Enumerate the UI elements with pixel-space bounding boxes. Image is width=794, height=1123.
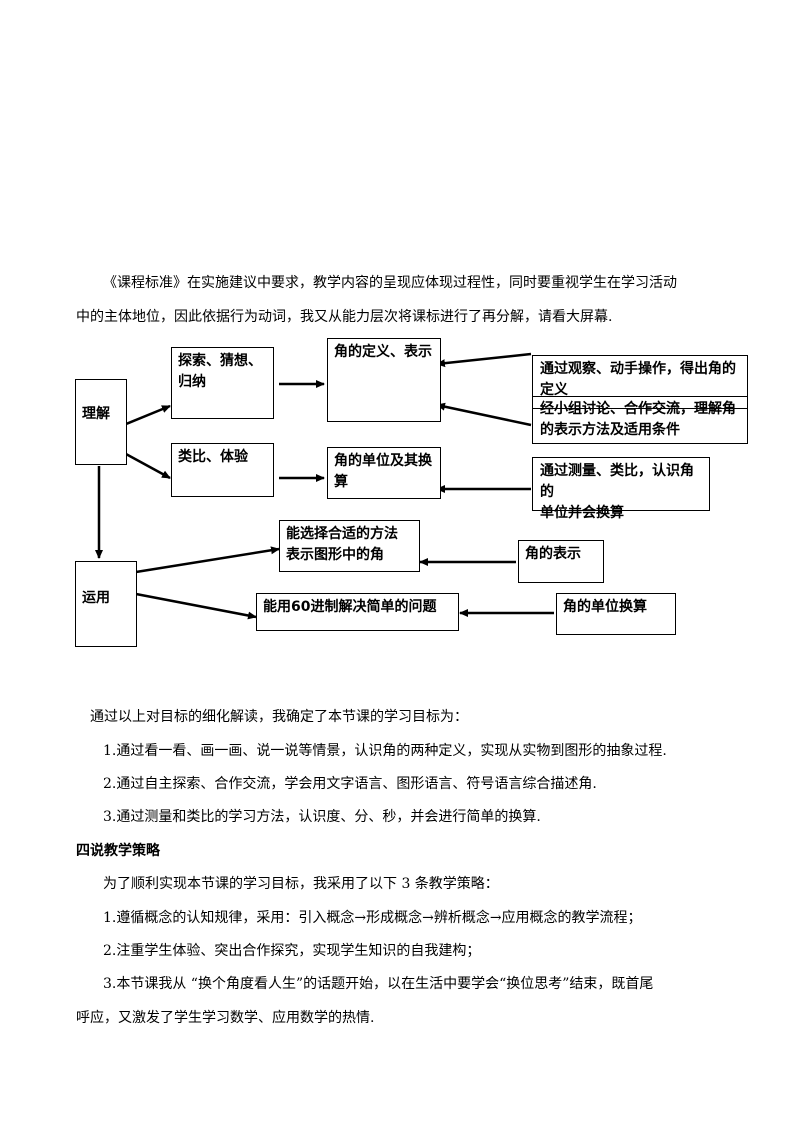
box-observe-line1: 通过观察、动手操作，得出角的 [540,361,736,377]
box-angle-rep-label: 角的表示 [525,546,581,562]
goal-item-1: 1.通过看一看、画一画、说一说等情景，认识角的两种定义，实现从实物到图形的抽象过… [103,743,667,759]
arrow-group-to-def [436,402,532,427]
section4-heading: 四说教学策略 [76,843,160,859]
box-unit-conv: 角的单位换算 [556,593,676,635]
arrow-obs-to-def [436,352,532,368]
box-choose-line1: 能选择合适的方法 [286,526,398,542]
box-explore: 探索、猜想、 归纳 [171,347,274,419]
arrow-lijie-to-explore [125,404,171,426]
section4-intro: 为了顺利实现本节课的学习目标，我采用了以下 3 条教学策略： [103,876,499,892]
arrow-yunyong-to-choose [135,546,280,574]
box-explore-line2: 归纳 [178,374,206,390]
box-observe: 通过观察、动手操作，得出角的 定义 [532,355,748,409]
arrow-yunyong-to-use60 [135,592,257,620]
goals-intro: 通过以上对目标的细化解读，我确定了本节课的学习目标为： [90,709,468,725]
box-measure-line1: 通过测量、类比，认识角的 [540,463,694,500]
box-group: 经小组讨论、合作交流，理解角 的表示方法及适用条件 [532,396,748,444]
box-def-rep-label: 角的定义、表示 [334,344,432,360]
box-unit-line2: 算 [334,474,348,490]
strategy-item-1: 1.遵循概念的认知规律，采用：引入概念→形成概念→辨析概念→应用概念的教学流程； [103,910,642,926]
goal-item-3: 3.通过测量和类比的学习方法，认识度、分、秒，并会进行简单的换算. [103,809,541,825]
box-observe-line2: 定义 [540,382,568,398]
box-analogy-label: 类比、体验 [178,449,248,465]
intro-line-1: 《课程标准》在实施建议中要求，教学内容的呈现应体现过程性，同时要重视学生在学习活… [103,275,677,291]
box-unit-line1: 角的单位及其换 [334,453,432,469]
box-unit: 角的单位及其换 算 [327,447,441,499]
box-use60: 能用60进制解决简单的问题 [256,593,459,631]
box-use60-label: 能用60进制解决简单的问题 [263,599,437,615]
box-yunyong: 运用 [75,561,137,647]
strategy-item-3-line1: 3.本节课我从 “换个角度看人生”的话题开始，以在生活中要学会“换位思考”结束，… [103,976,654,992]
box-angle-rep: 角的表示 [518,540,604,583]
box-unit-conv-label: 角的单位换算 [563,599,647,615]
box-lijie: 理解 [75,379,127,465]
box-explore-line1: 探索、猜想、 [178,353,262,369]
box-measure: 通过测量、类比，认识角的 单位并会换算 [532,457,710,521]
box-yunyong-label: 运用 [82,590,110,606]
box-measure-line2: 单位并会换算 [540,505,624,521]
intro-line-2: 中的主体地位，因此依据行为动词，我又从能力层次将课标进行了再分解，请看大屏幕. [76,309,613,325]
box-analogy: 类比、体验 [171,443,274,497]
box-choose-line2: 表示图形中的角 [286,547,384,563]
goal-item-2: 2.通过自主探索、合作交流，学会用文字语言、图形语言、符号语言综合描述角. [103,776,597,792]
strategy-item-2: 2.注重学生体验、突出合作探究，实现学生知识的自我建构； [103,943,481,959]
strategy-item-3-line2: 呼应，又激发了学生学习数学、应用数学的热情. [76,1010,375,1026]
box-group-line2: 的表示方法及适用条件 [540,422,680,438]
arrow-lijie-to-analogy [125,452,171,480]
box-def-rep: 角的定义、表示 [327,338,441,422]
box-group-line1: 经小组讨论、合作交流，理解角 [540,401,736,417]
box-choose: 能选择合适的方法 表示图形中的角 [279,520,420,572]
box-lijie-label: 理解 [82,406,110,422]
